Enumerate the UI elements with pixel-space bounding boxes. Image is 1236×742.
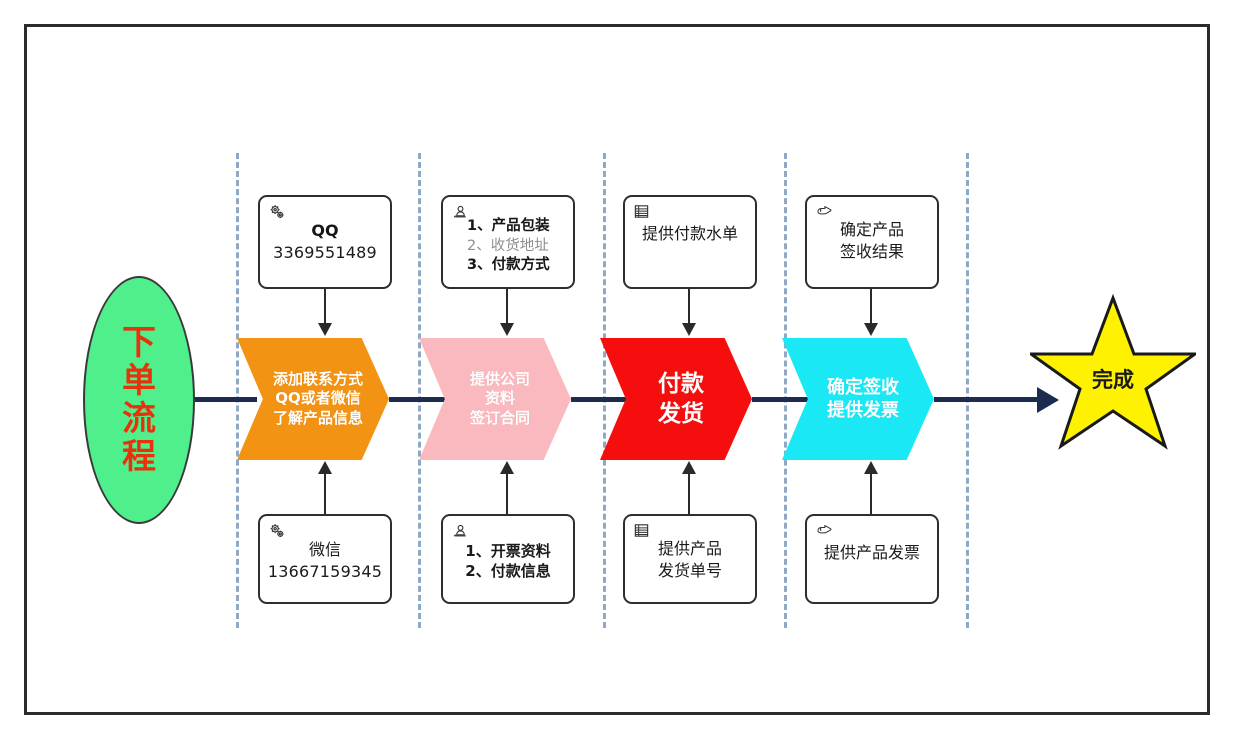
stage-line: 提供公司 [469,370,530,389]
connector-stage1-bottom [324,474,326,514]
gears-icon [268,522,287,541]
connector-arrowhead-down [682,323,696,336]
spine-segment-1-2 [389,397,459,402]
note-line: 1、开票资料 [465,542,551,560]
list-table-icon [633,203,652,222]
lane-divider-1 [236,153,239,628]
stage-node-4-label: 确定签收 提供发票 [827,376,899,422]
note-stage4-top-body: 确定产品 签收结果 [813,219,931,262]
star-shape [1026,293,1200,450]
note-stage2-bottom[interactable]: 1、开票资料 2、付款信息 [441,514,575,604]
note-line: 微信 [308,540,341,559]
stage-line: 了解产品信息 [272,408,363,427]
connector-arrowhead-up [682,461,696,474]
stage-line: 提供发票 [827,400,899,421]
connector-arrowhead-up [864,461,878,474]
person-bust-icon [451,522,470,541]
pointing-hand-icon [815,522,834,541]
spine-segment-4-end [934,397,1040,402]
connector-stage3-top [688,289,690,325]
spine-arrowhead [1037,387,1059,413]
stage-line: 签订合同 [469,408,530,427]
diagram-frame: 下单流程 QQ 3369551489 [24,24,1210,715]
person-bust-icon [451,203,470,222]
connector-stage3-bottom [688,474,690,514]
stage-line: 付款 [658,370,704,397]
note-line: 提供产品发票 [823,543,920,562]
stage-node-2[interactable]: 提供公司 资料 签订合同 [419,338,571,460]
note-line: 13667159345 [267,561,383,581]
note-stage1-bottom-body: 微信 13667159345 [266,539,384,582]
note-line: 2、收货地址 [467,237,549,254]
note-line: 3369551489 [273,242,377,262]
connector-arrowhead-down [318,323,332,336]
connector-arrowhead-down [500,323,514,336]
note-stage3-bottom[interactable]: 提供产品 发货单号 [623,514,757,604]
connector-arrowhead-up [500,461,514,474]
lane-divider-5 [966,153,969,628]
connector-stage1-top [324,289,326,325]
spine-segment-3-4 [752,397,822,402]
note-stage1-bottom[interactable]: 微信 13667159345 [258,514,392,604]
stage-line: QQ或者微信 [275,389,361,408]
note-line: 发货单号 [657,560,722,580]
stage-node-1-label: 添加联系方式 QQ或者微信 了解产品信息 [273,370,363,428]
stage-node-2-label: 提供公司 资料 签订合同 [470,370,530,428]
spine-segment-2-3 [571,397,641,402]
connector-arrowhead-up [318,461,332,474]
note-stage4-bottom[interactable]: 提供产品发票 [805,514,939,604]
note-line: 签收结果 [839,241,904,261]
list-table-icon [633,522,652,541]
note-stage3-bottom-body: 提供产品 发货单号 [631,538,749,581]
connector-stage2-bottom [506,474,508,514]
start-node[interactable]: 下单流程 [83,276,195,524]
lane-divider-4 [784,153,787,628]
stage-line: 确定签收 [827,376,899,398]
stage-line: 资料 [484,389,515,408]
note-stage2-bottom-body: 1、开票资料 2、付款信息 [449,541,567,582]
stage-node-1[interactable]: 添加联系方式 QQ或者微信 了解产品信息 [237,338,389,460]
note-line: 2、付款信息 [465,562,551,581]
lane-divider-2 [418,153,421,628]
note-line: 1、产品包装 [467,218,550,234]
note-stage4-bottom-body: 提供产品发票 [813,542,931,564]
stage-node-3-label: 付款 发货 [658,369,704,430]
connector-stage2-top [506,289,508,325]
gears-icon [268,203,287,222]
connector-arrowhead-down [864,323,878,336]
note-stage2-top[interactable]: 1、产品包装 2、收货地址 3、付款方式 [441,195,575,289]
note-line: 3、付款方式 [467,257,550,274]
note-line: 提供产品 [657,539,722,558]
end-node[interactable]: 完成 [1026,292,1200,452]
note-line: QQ [311,221,339,240]
spine-segment-start [141,397,257,402]
lane-divider-3 [603,153,606,628]
stage-node-3[interactable]: 付款 发货 [600,338,752,460]
note-stage1-top[interactable]: QQ 3369551489 [258,195,392,289]
stage-line: 添加联系方式 [272,370,363,389]
note-line: 确定产品 [839,220,904,239]
start-node-label: 下单流程 [122,322,156,478]
stage-line: 发货 [658,401,704,427]
pointing-hand-icon [815,203,834,222]
note-line: 提供付款水单 [641,224,738,243]
note-stage3-top[interactable]: 提供付款水单 [623,195,757,289]
connector-stage4-bottom [870,474,872,514]
note-stage1-top-body: QQ 3369551489 [266,220,384,263]
note-stage2-top-body: 1、产品包装 2、收货地址 3、付款方式 [449,217,567,276]
connector-stage4-top [870,289,872,325]
note-stage4-top[interactable]: 确定产品 签收结果 [805,195,939,289]
note-stage3-top-body: 提供付款水单 [631,223,749,245]
